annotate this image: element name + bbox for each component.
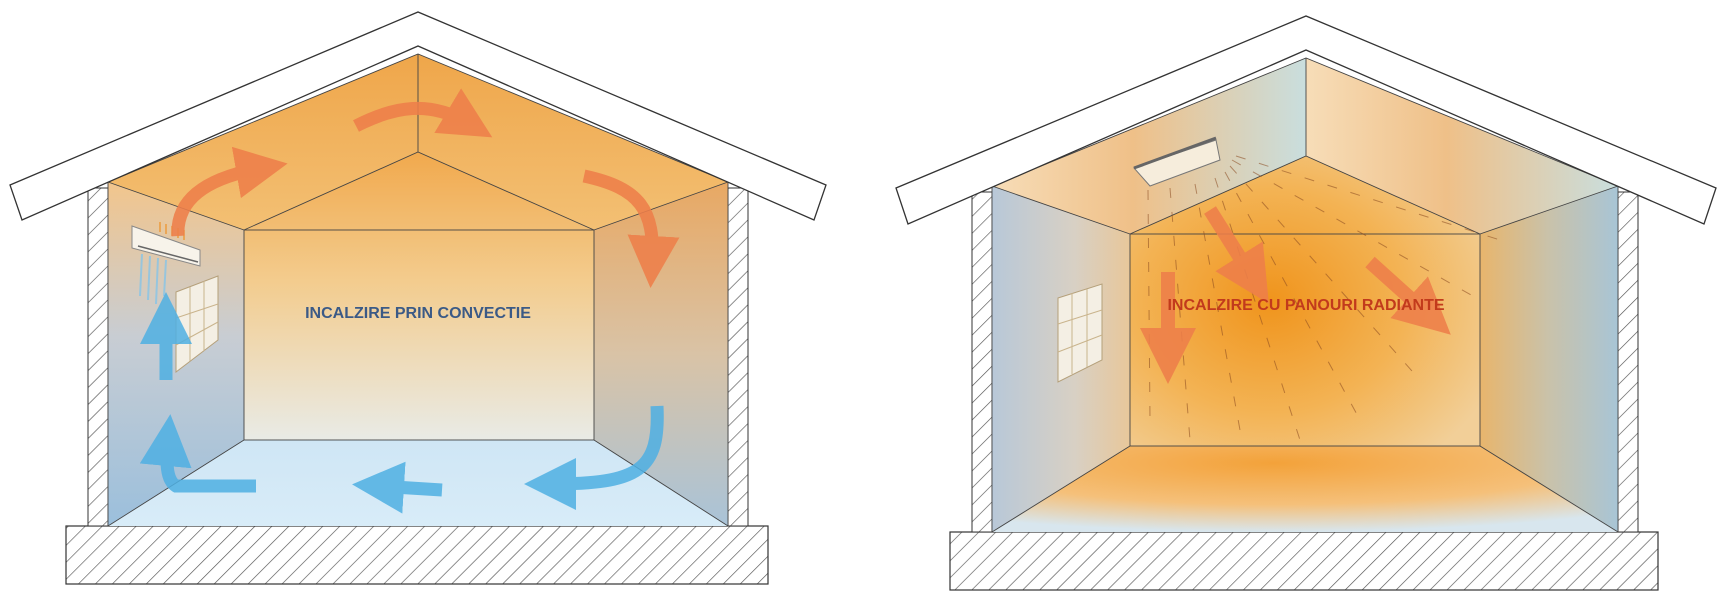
right-outer-wall bbox=[1617, 191, 1639, 533]
left-outer-wall bbox=[971, 191, 993, 533]
heat-arrow-diagonal bbox=[1204, 206, 1269, 304]
radiation-dashes bbox=[1147, 155, 1501, 441]
floor-surface bbox=[992, 446, 1618, 532]
radiant-title: INCALZIRE CU PANOURI RADIANTE bbox=[1167, 297, 1444, 314]
radiant-house: INCALZIRE CU PANOURI RADIANTE bbox=[895, 15, 1717, 591]
back-wall-surface bbox=[244, 152, 594, 440]
warm-air-flow-arrows bbox=[171, 88, 680, 288]
cool-air-flow-arrows bbox=[139, 292, 664, 514]
right-wall-surface bbox=[594, 182, 728, 526]
warm-arrow-rising bbox=[171, 146, 288, 237]
roof bbox=[9, 11, 827, 221]
left-outer-wall bbox=[87, 187, 109, 527]
cool-arrow-down-right-wall bbox=[524, 405, 664, 510]
convection-house: INCALZIRE PRIN CONVECTIE bbox=[9, 11, 827, 585]
convection-title: INCALZIRE PRIN CONVECTIE bbox=[305, 305, 531, 322]
radiant-heat-arrows bbox=[1140, 206, 1451, 384]
ceiling-left-slope bbox=[992, 58, 1306, 234]
right-wall-surface bbox=[1480, 186, 1618, 532]
foundation-slab bbox=[65, 525, 769, 585]
cool-arrow-floor-middle bbox=[352, 461, 443, 514]
right-outer-wall bbox=[727, 187, 749, 527]
window bbox=[1057, 283, 1103, 383]
foundation-slab bbox=[949, 531, 1659, 591]
air-conditioner-unit bbox=[131, 222, 201, 305]
ceiling-left-slope bbox=[108, 54, 418, 230]
radiant-ceiling-panel bbox=[1133, 136, 1221, 187]
roof bbox=[895, 15, 1717, 225]
warm-arrow-ridge bbox=[353, 88, 493, 138]
warm-arrow-descending bbox=[582, 169, 680, 288]
cool-arrow-floor-left bbox=[139, 414, 256, 493]
heat-arrow-right bbox=[1365, 256, 1451, 335]
ceiling-right-slope bbox=[1306, 58, 1618, 234]
